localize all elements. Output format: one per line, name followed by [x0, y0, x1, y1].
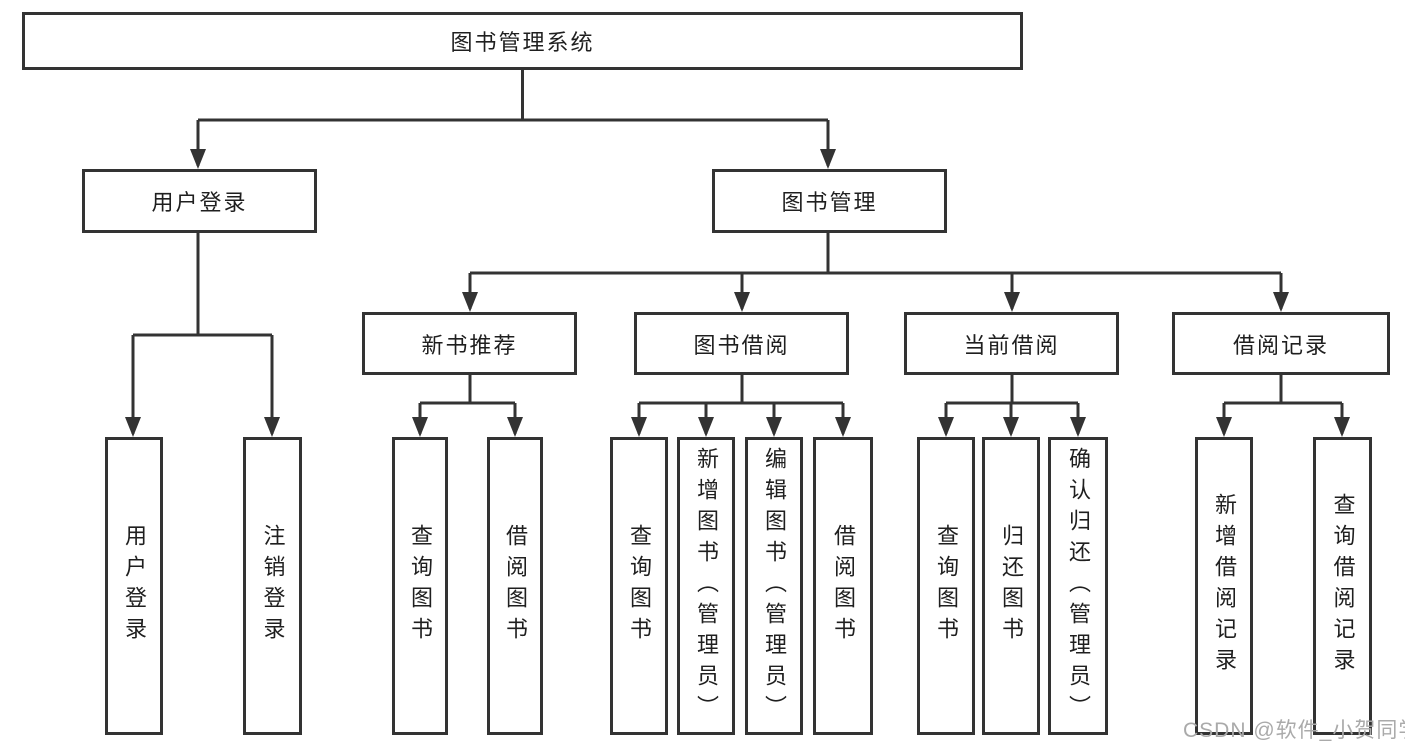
node-leaf-borrow-book-2: 借阅图书 — [813, 437, 873, 735]
node-user-login: 用户登录 — [82, 169, 317, 233]
node-leaf-query-book-2: 查询图书 — [610, 437, 668, 735]
node-current-borrow: 当前借阅 — [904, 312, 1119, 375]
node-leaf-edit-book-admin: 编辑图书（管理员） — [745, 437, 803, 735]
node-book-management: 图书管理 — [712, 169, 947, 233]
node-leaf-add-borrow-record: 新增借阅记录 — [1195, 437, 1253, 735]
node-leaf-user-login: 用户登录 — [105, 437, 163, 735]
arrowhead-icons — [125, 149, 1350, 437]
node-leaf-return-book: 归还图书 — [982, 437, 1040, 735]
connector-root-to-level2 — [196, 70, 830, 166]
node-root-library-system: 图书管理系统 — [22, 12, 1023, 70]
node-leaf-query-book-1: 查询图书 — [392, 437, 448, 735]
node-leaf-logout: 注销登录 — [243, 437, 302, 735]
connector-borrowrecords-to-children — [1222, 375, 1344, 434]
node-book-borrow: 图书借阅 — [634, 312, 849, 375]
connector-bookmgmt-to-level3 — [468, 233, 1283, 309]
connector-userlogin-to-children — [131, 233, 274, 434]
node-leaf-borrow-book-1: 借阅图书 — [487, 437, 543, 735]
connector-newbookrec-to-children — [418, 375, 517, 434]
node-leaf-add-book-admin: 新增图书（管理员） — [677, 437, 735, 735]
csdn-watermark: CSDN @软件_小贺同学 — [1183, 719, 1405, 742]
node-leaf-confirm-return-admin: 确认归还（管理员） — [1048, 437, 1108, 735]
connector-bookborrow-to-children — [637, 375, 845, 434]
node-new-book-recommend: 新书推荐 — [362, 312, 577, 375]
node-leaf-query-book-3: 查询图书 — [917, 437, 975, 735]
node-borrow-records: 借阅记录 — [1172, 312, 1390, 375]
node-leaf-query-borrow-record: 查询借阅记录 — [1313, 437, 1372, 735]
